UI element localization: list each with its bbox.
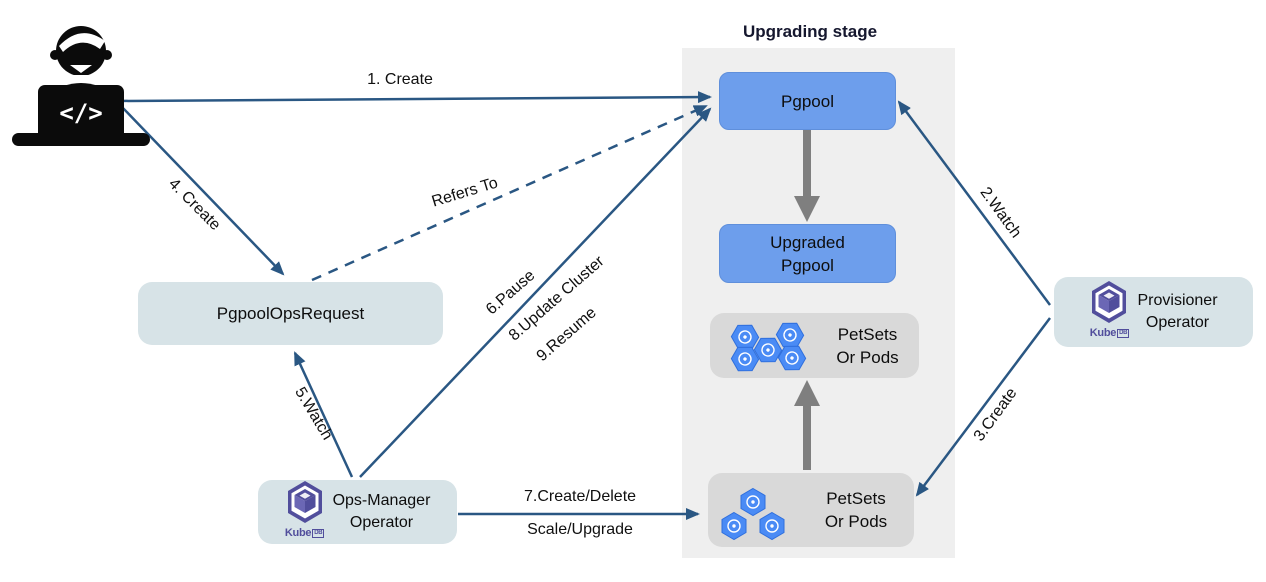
node-ops-manager-line1: Ops-Manager <box>332 492 431 509</box>
node-petsets-upper-line1: PetSets <box>837 324 898 344</box>
edge-label-1-create: 1. Create <box>367 71 433 88</box>
edge-label-2-watch: 2.Watch <box>976 184 1025 242</box>
pod-cluster-icon <box>721 487 785 541</box>
node-petsets-lower-line2: Or Pods <box>824 512 888 531</box>
node-pgpool-ops-request: PgpoolOpsRequest <box>138 282 443 345</box>
node-pgpool-label: Pgpool <box>781 91 834 111</box>
node-petsets-upper: PetSets Or Pods <box>710 313 919 378</box>
edge-label-5-watch: 5.Watch <box>291 384 336 444</box>
node-provisioner-line2: Operator <box>1145 314 1210 331</box>
edge-label-7-scale-upgrade: Scale/Upgrade <box>527 521 633 538</box>
node-petsets-upper-line2: Or Pods <box>836 347 899 367</box>
node-pgpool-ops-request-label: PgpoolOpsRequest <box>216 304 365 323</box>
edge-1-create <box>117 91 712 104</box>
node-upgraded-pgpool: Upgraded Pgpool <box>719 224 896 283</box>
node-ops-manager-line2: Operator <box>349 514 414 531</box>
pod-cluster-icon <box>727 316 810 377</box>
edge-label-4-create: 4. Create <box>165 175 224 234</box>
edge-label-7-create-delete: 7.Create/Delete <box>523 488 637 505</box>
kubedb-logo <box>287 481 322 523</box>
kubedb-logo <box>1092 281 1127 323</box>
edge-refers-to <box>311 104 708 282</box>
developer-at-laptop-icon: </> <box>12 26 150 146</box>
node-upgraded-pgpool-line2: Pgpool <box>781 255 834 275</box>
node-petsets-lower-line1: PetSets <box>826 489 886 508</box>
stage-title: Upgrading stage <box>742 22 878 41</box>
node-pgpool: Pgpool <box>719 72 896 130</box>
node-provisioner-line1: Provisioner <box>1137 292 1218 309</box>
edge-label-3-create: 3.Create <box>970 384 1021 445</box>
svg-text:</>: </> <box>59 99 102 127</box>
node-petsets-lower: PetSets Or Pods <box>708 473 914 547</box>
node-upgraded-pgpool-line1: Upgraded <box>770 232 845 252</box>
edge-label-refers-to: Refers To <box>429 174 500 211</box>
